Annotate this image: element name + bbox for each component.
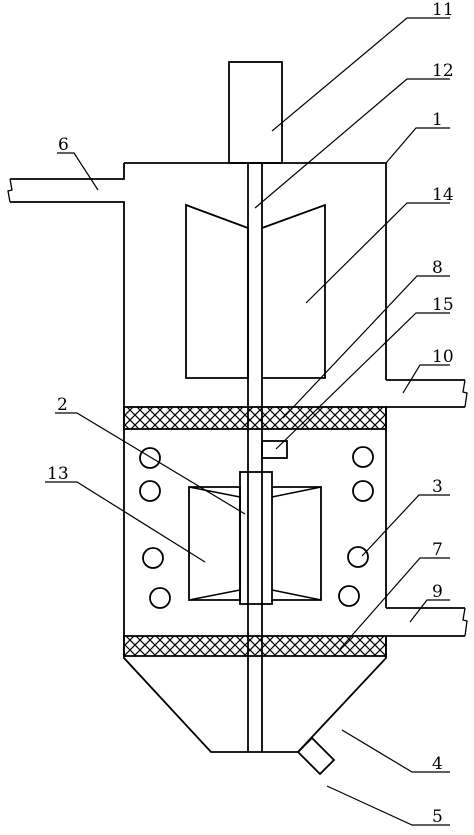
leader-7	[339, 557, 450, 650]
outlet-pipe-9-end	[462, 607, 468, 637]
coil-left-4	[149, 587, 171, 609]
outlet-pipe-10	[386, 379, 465, 408]
coil-left-2	[139, 480, 161, 502]
outlet-pipe-10-end	[462, 379, 468, 408]
label-9: 9	[432, 582, 443, 602]
leader-12	[254, 78, 450, 209]
leader-2	[55, 412, 246, 515]
leader-14	[305, 202, 450, 304]
impeller-hub	[239, 471, 273, 605]
label-10: 10	[432, 347, 454, 367]
coil-right-4	[338, 585, 360, 607]
coil-left-1	[139, 447, 161, 469]
inlet-pipe-6	[10, 163, 125, 204]
label-13: 13	[47, 464, 69, 484]
leader-10	[402, 364, 450, 394]
label-7: 7	[432, 540, 443, 560]
leader-15	[275, 312, 450, 450]
label-1: 1	[432, 110, 443, 130]
label-11: 11	[432, 0, 454, 20]
leader-11	[271, 17, 450, 132]
coil-right-1	[352, 446, 374, 468]
leader-8	[282, 275, 450, 419]
filter-band-upper	[123, 406, 387, 430]
inlet-pipe-end	[7, 178, 13, 203]
coil-left-3	[142, 547, 164, 569]
label-6: 6	[58, 135, 69, 155]
impeller-blade-left	[188, 486, 241, 601]
outlet-pipe-9	[386, 607, 465, 637]
coil-right-2	[352, 480, 374, 502]
leader-13	[45, 481, 206, 563]
vessel-shell	[123, 162, 387, 753]
lower-impeller	[188, 486, 322, 601]
label-2: 2	[57, 395, 68, 415]
label-4: 4	[432, 754, 443, 774]
coil-right-3	[347, 546, 369, 568]
leader-5	[326, 785, 450, 826]
label-3: 3	[432, 477, 443, 497]
filter-band-lower	[123, 635, 387, 657]
leader-4	[341, 729, 450, 773]
label-14: 14	[432, 185, 454, 205]
label-8: 8	[432, 258, 443, 278]
motor-housing	[228, 61, 283, 164]
upper-impeller	[185, 203, 326, 379]
impeller-blade-right	[271, 486, 322, 601]
label-12: 12	[432, 61, 454, 81]
leader-3	[361, 494, 450, 557]
leader-1	[385, 127, 450, 164]
leader-6	[57, 152, 99, 191]
discharge-valve	[296, 736, 336, 776]
leader-9	[409, 599, 450, 623]
label-15: 15	[432, 295, 454, 315]
sensor-15	[261, 440, 288, 459]
label-5: 5	[432, 807, 443, 827]
